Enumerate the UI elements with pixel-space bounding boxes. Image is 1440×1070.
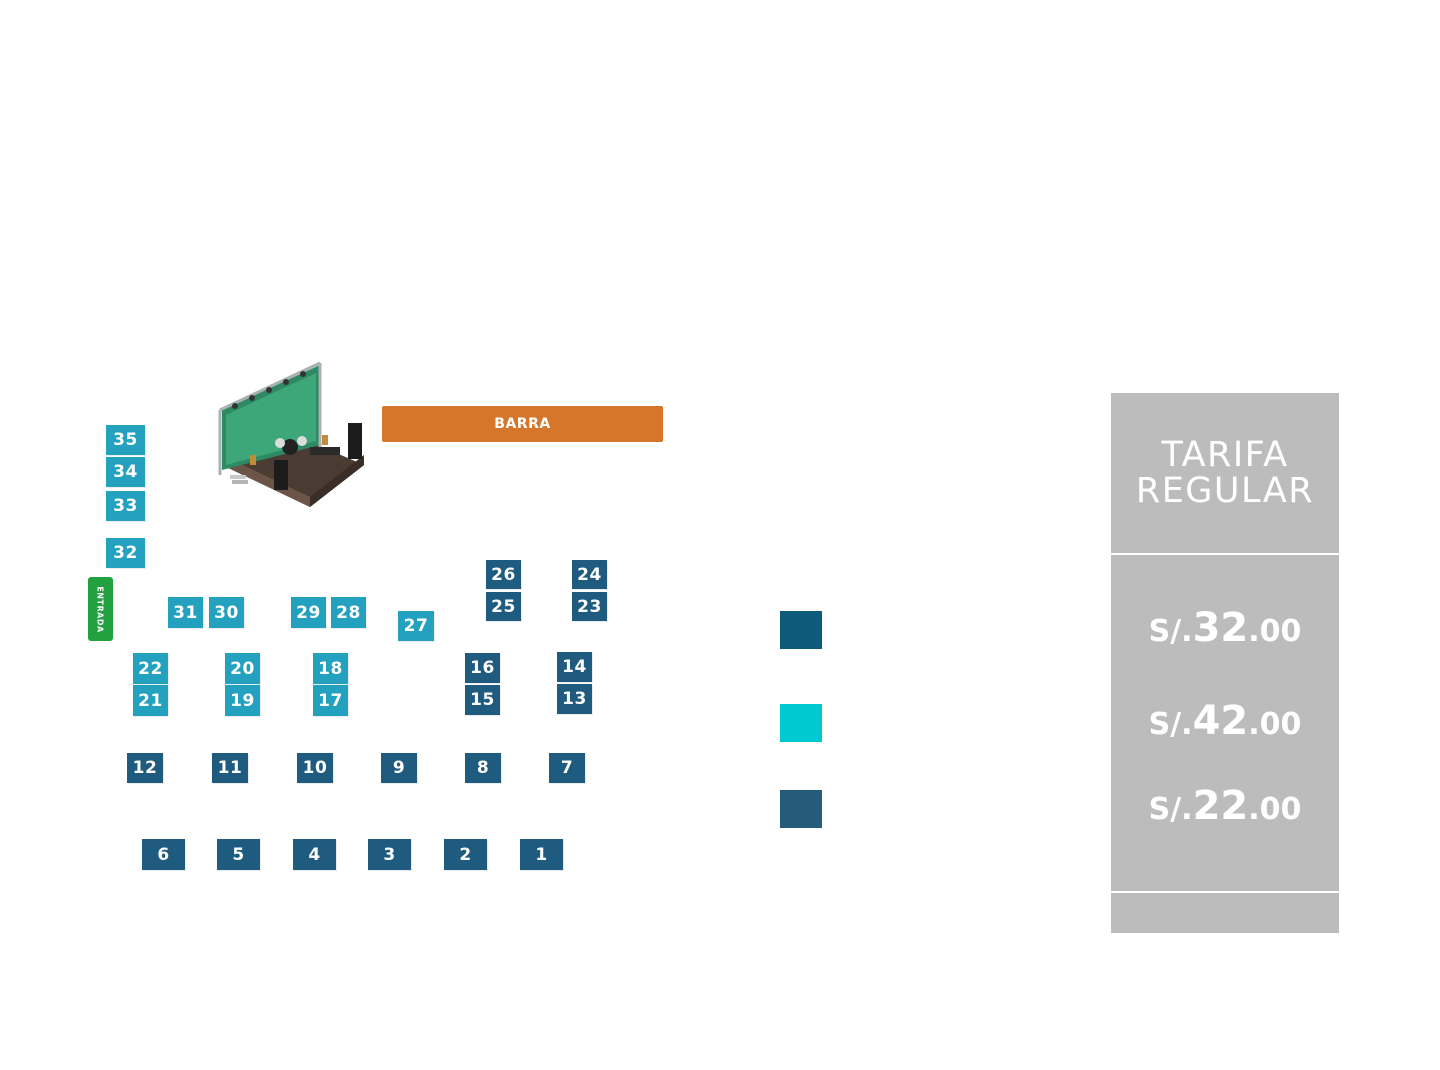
table-23[interactable]: 23 [572, 592, 607, 621]
table-15[interactable]: 15 [465, 685, 500, 715]
price-whole: 42 [1192, 698, 1249, 744]
legend-swatch-dark-blue [780, 611, 822, 649]
price-row: S/.32.00 [1111, 605, 1339, 651]
entrance-marker: ENTRADA [88, 577, 113, 641]
table-28[interactable]: 28 [331, 597, 366, 628]
panel-divider [1111, 553, 1339, 555]
price-row: S/.22.00 [1111, 783, 1339, 829]
table-2[interactable]: 2 [444, 839, 487, 870]
table-33[interactable]: 33 [106, 491, 145, 521]
table-19[interactable]: 19 [225, 685, 260, 716]
legend-swatch-cyan [780, 704, 822, 742]
table-5[interactable]: 5 [217, 839, 260, 870]
entrance-label: ENTRADA [96, 585, 105, 633]
table-25[interactable]: 25 [486, 592, 521, 621]
table-7[interactable]: 7 [549, 753, 585, 783]
table-9[interactable]: 9 [381, 753, 417, 783]
price-panel-header: TARIFA REGULAR [1111, 393, 1339, 553]
legend-swatch-slate-blue [780, 790, 822, 828]
table-18[interactable]: 18 [313, 653, 348, 684]
price-whole: 32 [1192, 605, 1249, 651]
table-14[interactable]: 14 [557, 652, 592, 682]
table-12[interactable]: 12 [127, 753, 163, 783]
table-26[interactable]: 26 [486, 560, 521, 589]
table-11[interactable]: 11 [212, 753, 248, 783]
table-32[interactable]: 32 [106, 538, 145, 568]
table-29[interactable]: 29 [291, 597, 326, 628]
price-cents: .00 [1248, 792, 1302, 827]
table-34[interactable]: 34 [106, 457, 145, 487]
table-8[interactable]: 8 [465, 753, 501, 783]
stage-illustration [218, 361, 364, 507]
price-currency: S/. [1148, 614, 1193, 649]
table-22[interactable]: 22 [133, 653, 168, 684]
table-13[interactable]: 13 [557, 684, 592, 714]
table-20[interactable]: 20 [225, 653, 260, 684]
price-currency: S/. [1148, 792, 1193, 827]
table-31[interactable]: 31 [168, 597, 203, 628]
price-currency: S/. [1148, 707, 1193, 742]
price-header-line1: TARIFA [1161, 435, 1289, 475]
table-17[interactable]: 17 [313, 685, 348, 716]
table-24[interactable]: 24 [572, 560, 607, 589]
price-header-line2: REGULAR [1135, 471, 1315, 511]
price-panel: TARIFA REGULAR S/.32.00 S/.42.00 S/.22.0… [1111, 393, 1339, 933]
price-cents: .00 [1248, 614, 1302, 649]
table-16[interactable]: 16 [465, 653, 500, 683]
price-row: S/.42.00 [1111, 698, 1339, 744]
panel-divider [1111, 891, 1339, 893]
table-6[interactable]: 6 [142, 839, 185, 870]
bar-area: BARRA [382, 406, 663, 442]
table-4[interactable]: 4 [293, 839, 336, 870]
bar-label: BARRA [494, 416, 551, 432]
table-3[interactable]: 3 [368, 839, 411, 870]
table-27[interactable]: 27 [398, 611, 434, 641]
price-whole: 22 [1192, 783, 1249, 829]
table-10[interactable]: 10 [297, 753, 333, 783]
table-30[interactable]: 30 [209, 597, 244, 628]
price-cents: .00 [1248, 707, 1302, 742]
table-1[interactable]: 1 [520, 839, 563, 870]
table-21[interactable]: 21 [133, 685, 168, 716]
table-35[interactable]: 35 [106, 425, 145, 455]
